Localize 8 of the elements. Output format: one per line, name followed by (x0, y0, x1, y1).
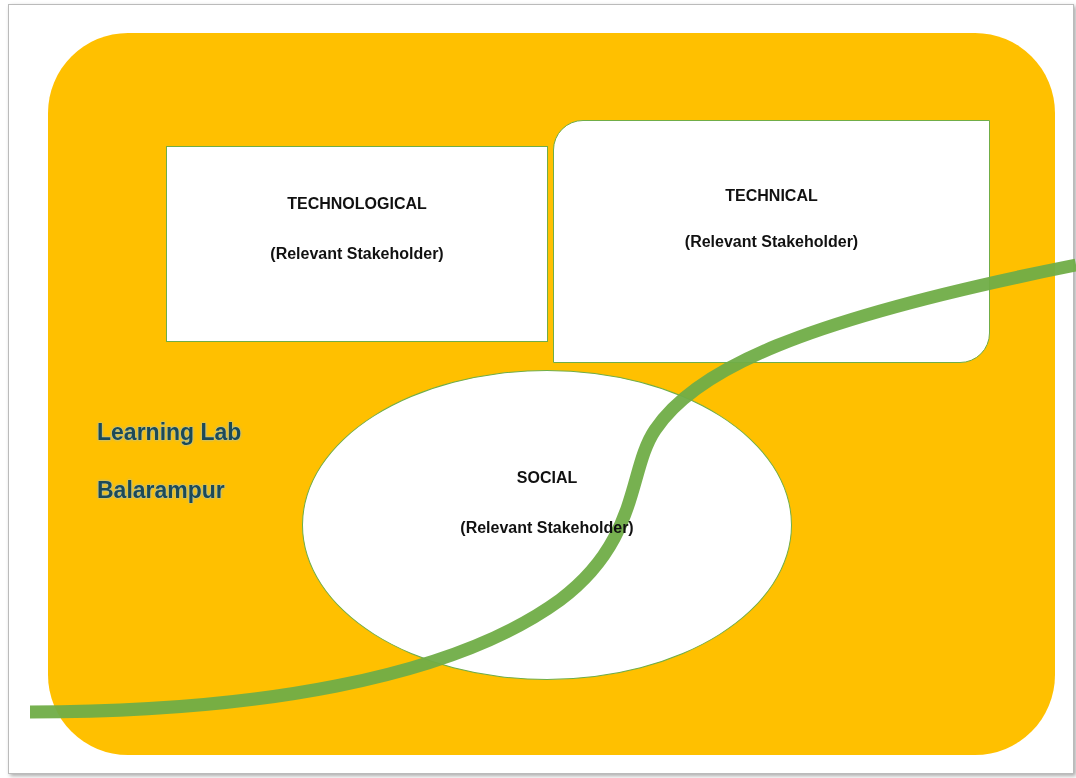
stakeholder-heading: SOCIAL (516, 469, 578, 487)
stakeholder-box (553, 120, 990, 363)
stakeholder-box (166, 146, 548, 342)
stakeholder-heading: TECHNOLOGICAL (287, 195, 427, 213)
lab-title: Learning Lab Balarampur (97, 418, 243, 505)
stakeholder-note: (Relevant Stakeholder) (270, 245, 444, 263)
stakeholder-note: (Relevant Stakeholder) (684, 233, 859, 251)
stakeholder-heading: TECHNICAL (725, 187, 818, 205)
